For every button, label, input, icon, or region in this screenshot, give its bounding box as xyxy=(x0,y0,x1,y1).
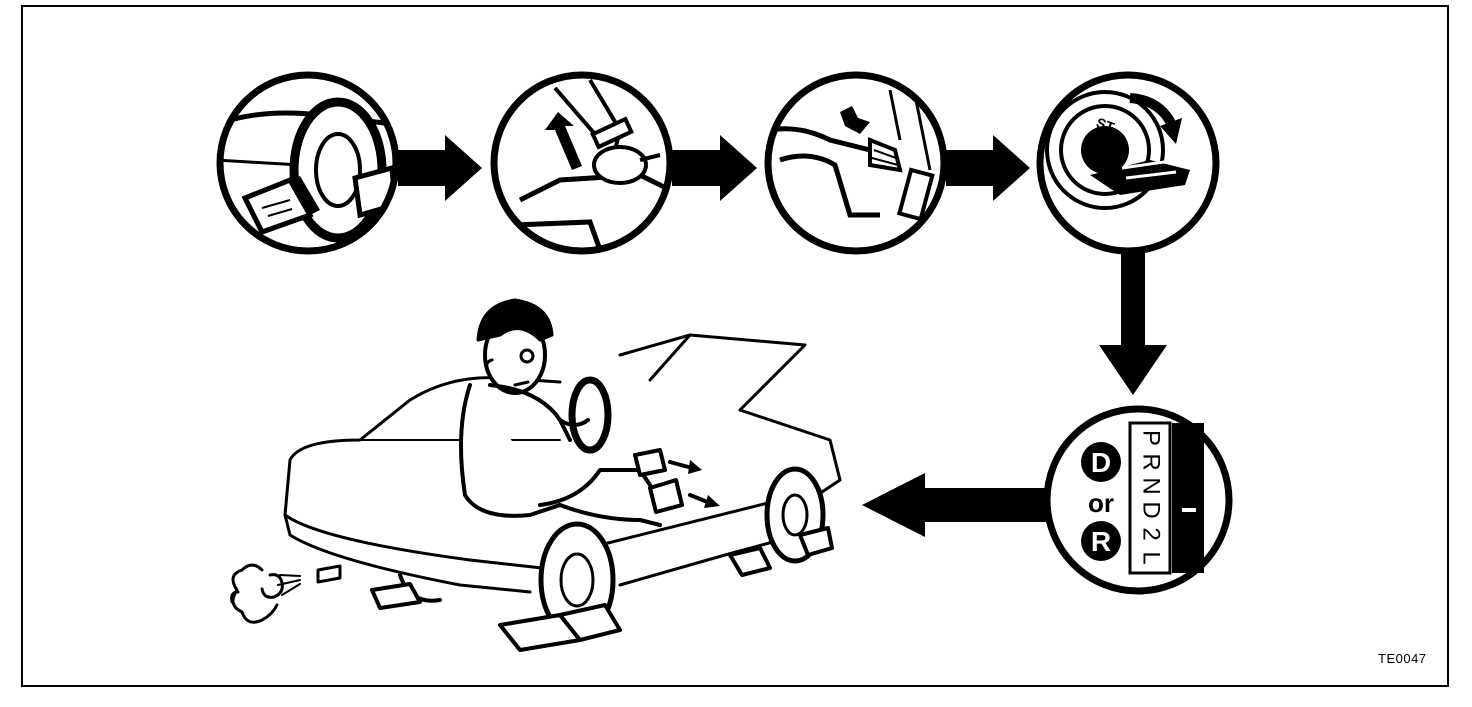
arrow-step5-to-step6 xyxy=(862,473,1048,537)
gear-position-label: 2 xyxy=(1138,527,1165,540)
gear-position-label: L xyxy=(1138,551,1165,564)
gear-r-label: R xyxy=(1091,526,1111,557)
gear-d-label: D xyxy=(1091,447,1111,478)
arrow-step2-to-step3 xyxy=(672,135,757,201)
figure-reference-code: TE0047 xyxy=(1378,651,1427,666)
ignition-key-icon: ST xyxy=(1045,90,1190,210)
step-parking-brake xyxy=(490,71,674,255)
arrow-step3-to-step4 xyxy=(946,135,1030,201)
arrow-step4-to-step5 xyxy=(1099,250,1167,395)
gear-indicator: - xyxy=(1186,499,1193,521)
step-wheel-chock xyxy=(216,71,400,255)
brake-pedal-foot-icon xyxy=(769,89,935,222)
gear-position-label: P xyxy=(1138,430,1165,446)
step-brake-pedal xyxy=(764,71,948,255)
arrow-step1-to-step2 xyxy=(398,135,482,201)
step-ignition-key: ST xyxy=(1036,71,1220,255)
driver-in-car-illustration xyxy=(230,298,842,652)
outer-border xyxy=(21,5,1449,687)
gear-position-label: N xyxy=(1138,477,1165,494)
gear-position-label: R xyxy=(1138,453,1165,470)
gear-position-label: D xyxy=(1138,501,1165,518)
or-label: or xyxy=(1088,488,1114,518)
ignition-start-label: ST xyxy=(1094,114,1117,135)
parking-brake-lever-icon xyxy=(514,78,670,251)
